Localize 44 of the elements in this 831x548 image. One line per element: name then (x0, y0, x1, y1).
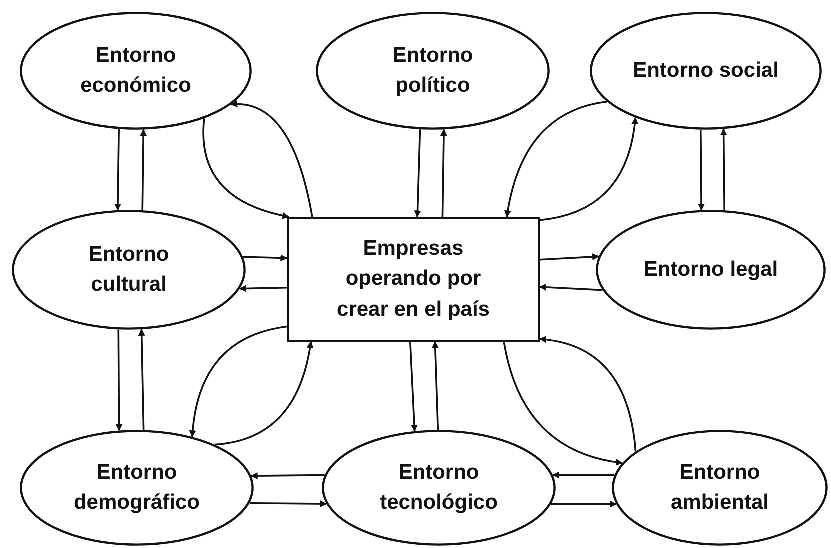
arrow (720, 128, 728, 210)
process-box (287, 217, 540, 342)
node-label: Entorno político (392, 42, 474, 99)
arrow (214, 341, 314, 446)
arrow (440, 129, 448, 218)
arrow (243, 254, 288, 262)
arrow (114, 129, 122, 211)
arrow (140, 129, 148, 210)
node-label: Entorno legal (642, 256, 780, 283)
ellipse-node (612, 430, 828, 546)
node-label: Entorno económico (80, 42, 192, 99)
arrow (230, 101, 314, 218)
node-label: Entorno cultural (88, 242, 170, 298)
arrow (116, 330, 123, 432)
arrow (504, 100, 608, 218)
arrow (250, 500, 328, 508)
ellipse-node (316, 12, 550, 130)
arrow (250, 472, 325, 480)
arrow (539, 284, 603, 292)
arrow (138, 328, 146, 430)
arrow (414, 130, 422, 218)
arrow (432, 341, 440, 430)
arrow (698, 130, 706, 211)
ellipse-node (12, 210, 246, 330)
node-label: Entorno tecnológico (379, 460, 499, 516)
node-label: Entorno demográfico (72, 460, 202, 516)
arrow (539, 336, 637, 452)
ellipse-node (322, 430, 556, 546)
ellipse-node (20, 12, 252, 130)
arrow (552, 472, 615, 479)
ellipse-node (590, 12, 822, 130)
arrow (239, 285, 288, 292)
arrow (410, 342, 418, 432)
arrow (540, 117, 638, 222)
arrow (503, 342, 624, 466)
ellipse-node (596, 210, 826, 330)
arrow (551, 500, 618, 508)
node-label: Empresas operando por crear en el país (336, 236, 491, 323)
node-label: Entorno ambiental (670, 460, 770, 516)
arrow (190, 326, 288, 438)
node-label: Entorno social (632, 58, 780, 84)
arrow (540, 254, 600, 261)
arrow (202, 118, 290, 220)
ellipse-node (20, 430, 254, 546)
